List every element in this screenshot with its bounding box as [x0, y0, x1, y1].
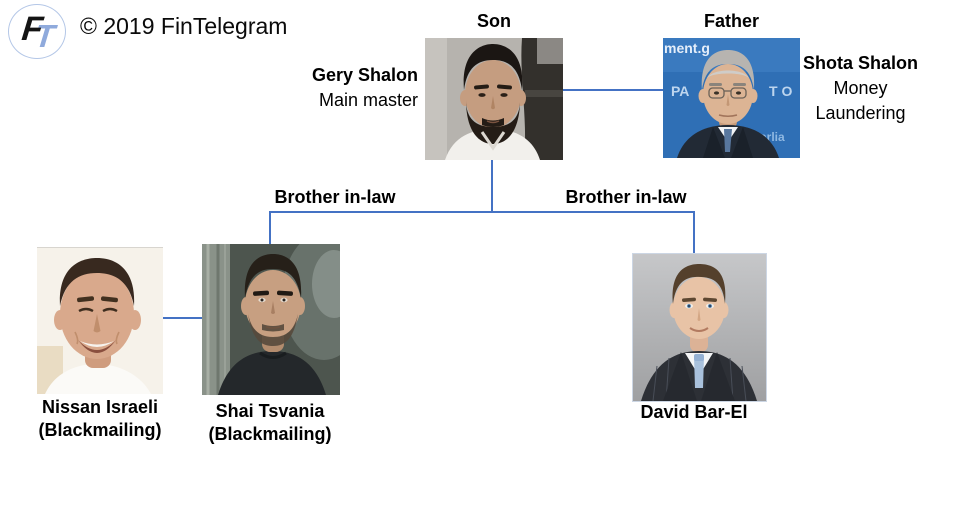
shota-descriptor-line1: Money [833, 78, 888, 98]
fintelegram-logo-icon: F T [8, 4, 66, 59]
edge-nissan-shai [163, 317, 202, 319]
label-david-bar-el: David Bar-El [609, 401, 779, 424]
role-label-son: Son [477, 11, 511, 31]
shai-descriptor: (Blackmailing) [208, 424, 332, 444]
label-shota-shalon: Shota Shalon Money Laundering [797, 51, 924, 126]
edge-drop-right [693, 213, 695, 254]
edge-horizontal-bar [269, 211, 695, 213]
nissan-descriptor: (Blackmailing) [38, 420, 162, 440]
photo-david-bar-el [632, 253, 767, 402]
logo-letter-f: F [20, 10, 45, 48]
father-photo-text-top: ment.g [664, 40, 710, 56]
edge-son-father [563, 89, 663, 91]
role-label-father: Father [703, 11, 759, 31]
nissan-name: Nissan Israeli [41, 397, 159, 417]
label-nissan-israeli: Nissan Israeli (Blackmailing) [15, 396, 185, 442]
edge-label-brother-in-law-right: Brother in-law [565, 187, 687, 207]
edge-son-down [491, 160, 493, 213]
edge-label-brother-in-law-left: Brother in-law [274, 187, 396, 207]
shai-name: Shai Tsvania [215, 401, 325, 421]
copyright-text: © 2019 FinTelegram [80, 13, 288, 39]
gery-name: Gery Shalon [311, 65, 418, 85]
gery-descriptor: Main master [318, 90, 418, 110]
edge-drop-left [269, 213, 271, 247]
david-name: David Bar-El [640, 402, 748, 422]
photo-shai-tsvania [202, 244, 340, 395]
photo-nissan-israeli [37, 247, 163, 395]
label-shai-tsvania: Shai Tsvania (Blackmailing) [185, 400, 355, 446]
photo-shota-shalon: ment.g PA T O arlia [663, 38, 800, 158]
photo-gery-shalon [425, 38, 563, 160]
shota-descriptor-line2: Laundering [815, 103, 906, 123]
shota-name: Shota Shalon [802, 53, 918, 73]
father-photo-text-mid-left: PA [671, 83, 689, 99]
father-photo-text-mid-right: T O [769, 83, 792, 99]
label-gery-shalon: Gery Shalon Main master [280, 63, 418, 113]
